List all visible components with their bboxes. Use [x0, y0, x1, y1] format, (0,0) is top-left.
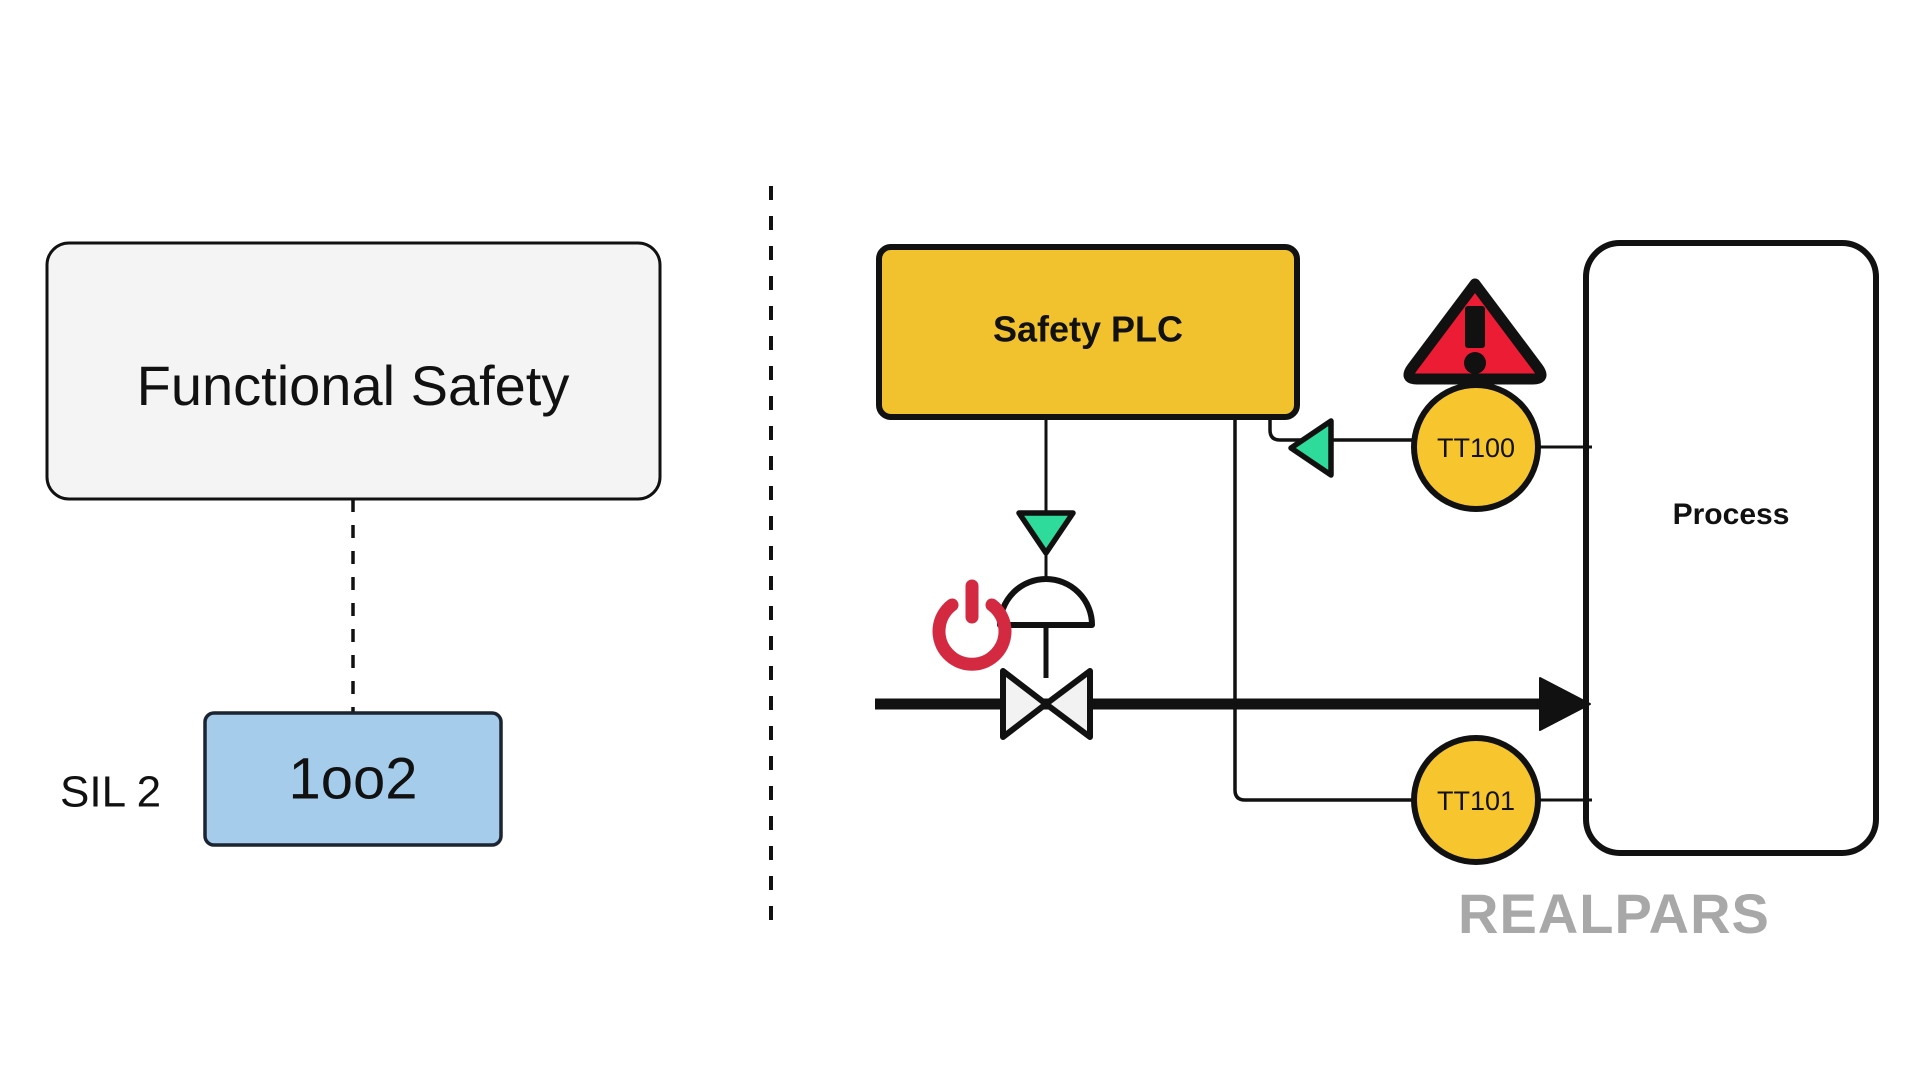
plc-to-tt101-signal-line: [1233, 417, 1422, 802]
functional-safety-box: Functional Safety: [45, 241, 662, 501]
plc-to-tt100-signal-line: [1268, 417, 1422, 442]
power-icon: [932, 579, 1012, 671]
sil-level-label: SIL 2: [60, 768, 161, 817]
process-pipe-arrowhead: [1539, 677, 1591, 731]
functional-safety-label: Functional Safety: [137, 354, 570, 417]
safety-plc-label: Safety PLC: [993, 309, 1183, 350]
warning-triangle-icon: [1403, 278, 1547, 385]
process-label: Process: [1673, 498, 1790, 531]
valve-right-triangle: [1043, 668, 1093, 740]
transmitter-tt100: TT100: [1411, 382, 1541, 512]
tt100-circle-shape: [1411, 382, 1541, 512]
tt100-tag-label: TT100: [1437, 433, 1515, 463]
process-box-shape: [1583, 240, 1879, 856]
warning-exclamation-bar: [1465, 306, 1485, 348]
tt101-circle-shape: [1411, 735, 1541, 865]
valve-signal-arrow-icon: [1016, 510, 1076, 556]
safety-plc-box: Safety PLC: [876, 244, 1300, 420]
power-icon-ring: [932, 598, 1012, 671]
shutdown-valve-symbol: [1000, 668, 1093, 740]
actuator-dome-shape: [997, 576, 1095, 628]
valve-diaphragm-actuator: [997, 576, 1095, 678]
valve-green-arrow-shape: [1016, 510, 1076, 556]
architecture-1oo2-box: 1oo2: [203, 711, 503, 847]
process-box: Process: [1583, 240, 1879, 856]
realpars-logo-text: REALPARS: [1458, 882, 1770, 945]
architecture-box-shape: [203, 711, 503, 847]
valve-left-triangle: [1000, 668, 1049, 740]
transmitter-signal-arrow-icon: [1288, 418, 1334, 478]
warning-exclamation-dot: [1464, 352, 1486, 374]
safety-plc-box-shape: [876, 244, 1300, 420]
tt100-green-arrow-shape: [1288, 418, 1334, 478]
realpars-logo: REALPARS: [1458, 882, 1770, 945]
transmitter-tt101: TT101: [1411, 735, 1541, 865]
tt101-tag-label: TT101: [1437, 786, 1515, 816]
architecture-label: 1oo2: [288, 746, 417, 811]
